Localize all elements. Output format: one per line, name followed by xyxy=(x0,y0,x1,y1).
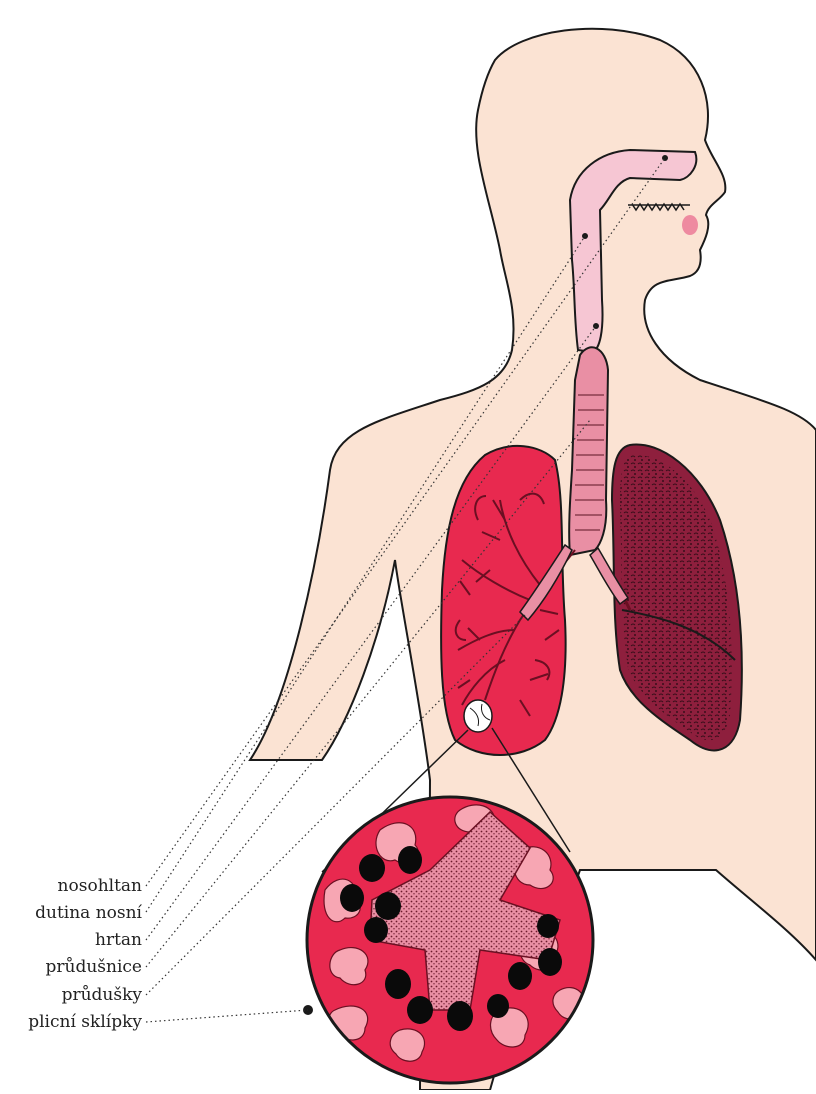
label-prudusnice: průdušnice xyxy=(46,957,142,977)
label-prudusky: průdušky xyxy=(62,985,142,1005)
label-plicni-sklipky: plicní sklípky xyxy=(28,1012,142,1032)
lung-right xyxy=(441,446,566,755)
tongue xyxy=(682,215,698,235)
leader-plicni-sklipky xyxy=(146,1010,308,1022)
label-dutina-nosni: dutina nosní xyxy=(35,903,142,923)
label-nosohltan: nosohltan xyxy=(58,876,142,896)
label-hrtan: hrtan xyxy=(95,930,142,950)
trachea xyxy=(569,347,608,555)
alveolus-cluster xyxy=(464,700,492,732)
